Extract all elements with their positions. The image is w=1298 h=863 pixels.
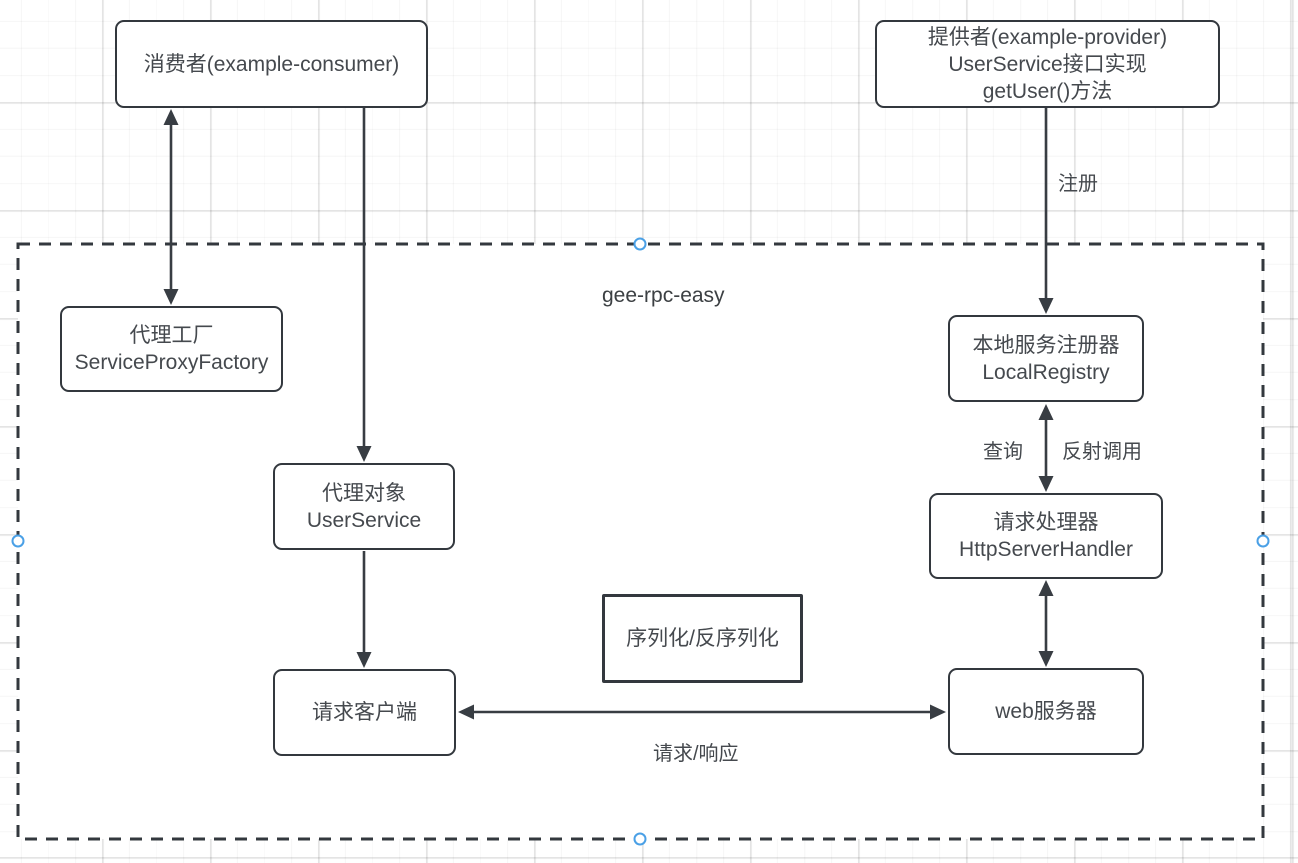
arrowhead-down [1038, 651, 1054, 667]
node-http-handler[interactable]: 请求处理器 HttpServerHandler [929, 493, 1163, 579]
node-label-line: web服务器 [995, 700, 1097, 723]
node-label-line: 本地服务注册器 [972, 333, 1120, 357]
node-web-server[interactable]: web服务器 [948, 668, 1144, 755]
edge-requestclient-webserver[interactable] [458, 704, 946, 720]
node-label-line: UserService接口实现 [948, 52, 1147, 76]
node-label-line: ServiceProxyFactory [74, 351, 269, 374]
node-proxy-factory[interactable]: 代理工厂 ServiceProxyFactory [60, 306, 283, 392]
node-provider[interactable]: 提供者(example-provider) UserService接口实现 ge… [875, 20, 1220, 108]
edge-consumer-proxyobject[interactable] [356, 108, 372, 462]
arrowhead-left [458, 704, 474, 720]
edge-proxyobject-requestclient[interactable] [356, 551, 372, 668]
node-local-registry[interactable]: 本地服务注册器 LocalRegistry [948, 315, 1144, 402]
arrowhead-down [356, 446, 372, 462]
node-label-line: 请求处理器 [993, 511, 1099, 534]
node-label-line: 代理工厂 [129, 324, 214, 347]
arrowhead-right [930, 704, 946, 720]
arrowhead-down [1038, 476, 1054, 492]
edge-label-reflective-call: 反射调用 [1062, 441, 1142, 463]
node-label-line: 提供者(example-provider) [927, 25, 1168, 49]
arrowhead-up [1038, 404, 1054, 420]
selection-handle-top[interactable] [633, 237, 647, 251]
node-serialization[interactable]: 序列化/反序列化 [602, 594, 803, 683]
edge-provider-localregistry[interactable] [1038, 108, 1054, 314]
node-label-line: HttpServerHandler [959, 538, 1133, 561]
node-label-line: 序列化/反序列化 [626, 627, 779, 650]
node-label-line: 代理对象 [322, 481, 406, 505]
node-label-line: getUser()方法 [982, 79, 1113, 103]
node-label-line: LocalRegistry [982, 360, 1110, 384]
edge-label-query: 查询 [983, 441, 1023, 463]
edge-label-register: 注册 [1058, 173, 1098, 195]
selection-handle-bottom[interactable] [633, 832, 647, 846]
node-consumer[interactable]: 消费者(example-consumer) [115, 20, 428, 108]
edge-label-request-response: 请求/响应 [653, 743, 739, 765]
node-request-client[interactable]: 请求客户端 [273, 669, 456, 756]
node-label-line: 请求客户端 [312, 701, 417, 724]
selection-handle-right[interactable] [1256, 534, 1270, 548]
node-proxy-object[interactable]: 代理对象 UserService [273, 463, 455, 550]
selection-handle-left[interactable] [11, 534, 25, 548]
node-label-line: UserService [306, 508, 422, 532]
edge-consumer-proxyfactory[interactable] [163, 109, 179, 305]
arrowhead-down [1038, 298, 1054, 314]
arrowhead-up [1038, 580, 1054, 596]
gee-rpc-easy-label: gee-rpc-easy [602, 284, 725, 307]
arrowhead-down [356, 652, 372, 668]
arrowhead-up [163, 109, 179, 125]
edge-localregistry-httphandler[interactable] [1038, 404, 1054, 492]
edge-httphandler-webserver[interactable] [1038, 580, 1054, 667]
node-label-line: 消费者(example-consumer) [143, 52, 400, 76]
arrowhead-down [163, 289, 179, 305]
